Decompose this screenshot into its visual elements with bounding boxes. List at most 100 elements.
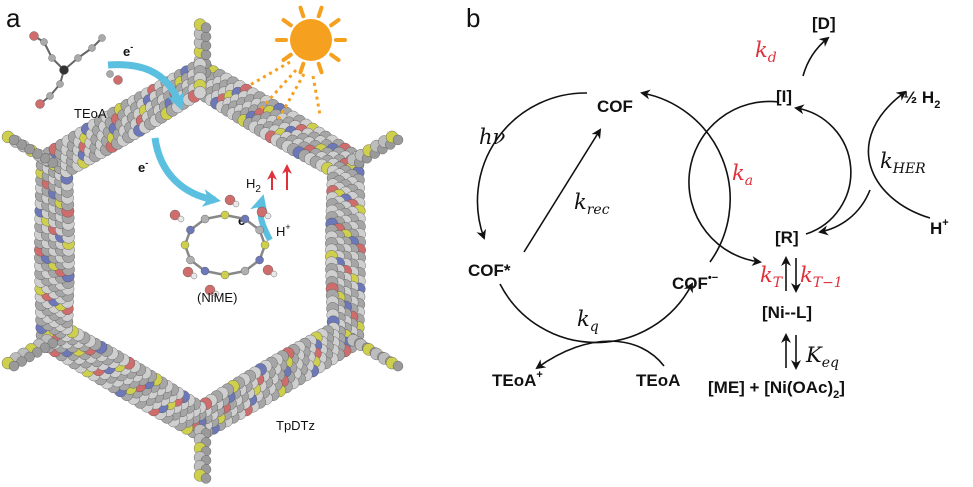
hv-excitation-arc — [476, 92, 588, 240]
nime-atom — [169, 209, 181, 221]
framework-atom — [39, 152, 51, 164]
framework-atom — [24, 351, 35, 363]
decomposition-arrow — [802, 36, 830, 77]
nime-atom — [255, 255, 264, 265]
hplus-label-b: H+ — [930, 217, 949, 238]
reduced-r-label: [R] — [775, 228, 799, 247]
nime-atom — [182, 266, 194, 278]
electron-label-2: e- — [138, 158, 148, 175]
cof-label: COF — [597, 97, 633, 116]
framework-atom — [392, 360, 404, 372]
framework-atom — [32, 148, 43, 159]
nime-atom — [212, 290, 220, 298]
electron-label-1: e- — [123, 42, 133, 59]
teoa-atom — [29, 31, 39, 41]
keq-label: Keq — [805, 343, 839, 371]
framework-atom — [200, 473, 212, 484]
kt-label: kT — [760, 263, 784, 291]
cof-radical-label: COF•− — [672, 272, 718, 293]
electron-arrow-2 — [151, 137, 221, 207]
framework-atom — [200, 40, 212, 51]
teoa-atom — [88, 44, 96, 52]
intermediate-i-label: [I] — [776, 87, 792, 106]
teoa-label-b: TEoA — [636, 371, 680, 390]
electron-arrow-1 — [107, 61, 185, 111]
h2-label: H2 — [246, 176, 261, 195]
catalyst-cycle-left — [688, 100, 780, 267]
ka-label: ka — [732, 161, 753, 189]
catalyst-cycle-right — [794, 104, 852, 235]
sun-icon — [275, 5, 347, 75]
nime-label: (NiME) — [197, 290, 237, 305]
framework-atom — [8, 134, 20, 146]
nime-atom — [200, 266, 210, 276]
teoa-atom — [113, 75, 123, 85]
nime-atom — [220, 210, 230, 220]
nime-atom — [224, 194, 236, 206]
teoa-atom — [59, 65, 69, 75]
panel-a-letter: a — [6, 3, 21, 33]
ni-l-label: [Ni--L] — [762, 303, 812, 322]
me-nioac-label: [ME] + [Ni(OAc)2] — [708, 378, 845, 401]
nime-atom — [190, 272, 198, 280]
her-to-r-arrow — [818, 189, 871, 236]
teoa-label-a: TEoA — [74, 106, 107, 121]
framework-label: TpDTz — [276, 418, 315, 433]
kq-label: kq — [577, 307, 599, 335]
teoa-atom — [98, 34, 106, 42]
panel-b-letter: b — [466, 3, 480, 33]
teoa-atom — [46, 92, 54, 100]
light-rays — [249, 60, 322, 121]
teoa-atom — [56, 80, 64, 88]
her-arc — [867, 90, 931, 219]
nime-atom — [240, 214, 250, 224]
teoa-atom — [40, 38, 48, 46]
nime-atom — [256, 206, 268, 218]
regeneration-arc — [640, 89, 731, 263]
krec-label: krec — [574, 190, 610, 218]
framework-atom — [47, 338, 58, 349]
framework-atom — [47, 157, 58, 169]
nime-atom — [270, 270, 278, 278]
nime-atom — [262, 264, 274, 276]
nime-atom — [232, 200, 240, 208]
teoa-atom — [35, 99, 45, 109]
nime-atom — [186, 225, 195, 235]
framework-atom — [8, 360, 20, 372]
panel-b: b COF COF* COF•− [D] [I] [R] ½ H2 H+ [Ni… — [466, 3, 949, 401]
cof-star-label: COF* — [468, 261, 511, 280]
kt-inverse-label: kT−1 — [800, 263, 843, 291]
panel-a: a TEoA e- e- e- H2 H+ (NiM — [1, 3, 404, 484]
nime-atom — [264, 212, 272, 220]
framework-atom — [24, 143, 35, 155]
nime-atom — [180, 240, 190, 250]
framework-atom — [16, 139, 27, 150]
teoa-plus-label: TEoA+ — [492, 369, 543, 390]
teoa-atom — [48, 54, 56, 62]
kher-label: kHER — [880, 149, 926, 177]
nime-atom — [240, 266, 250, 276]
teoa-molecule — [29, 31, 123, 109]
framework-atom — [200, 49, 212, 60]
nime-catalyst-molecule — [169, 194, 278, 298]
framework-atom — [39, 342, 51, 353]
recombination-arrow — [523, 128, 602, 253]
nime-atom — [200, 214, 210, 224]
nime-atom — [186, 255, 195, 265]
electron-arrow-3 — [250, 194, 273, 242]
teoa-atom — [74, 54, 82, 62]
kd-label: kd — [755, 38, 777, 66]
cof-framework — [1, 18, 404, 484]
decomposed-d-label: [D] — [812, 14, 836, 33]
framework-atom — [200, 22, 212, 33]
nime-atom — [260, 240, 270, 250]
framework-atom — [32, 347, 43, 358]
framework-atom — [193, 86, 207, 100]
nime-atom — [255, 225, 264, 235]
nime-atom — [177, 215, 185, 223]
teoa-oxidation-arrow — [535, 340, 665, 370]
nime-atom — [220, 270, 230, 280]
hplus-label-a: H+ — [276, 222, 291, 239]
